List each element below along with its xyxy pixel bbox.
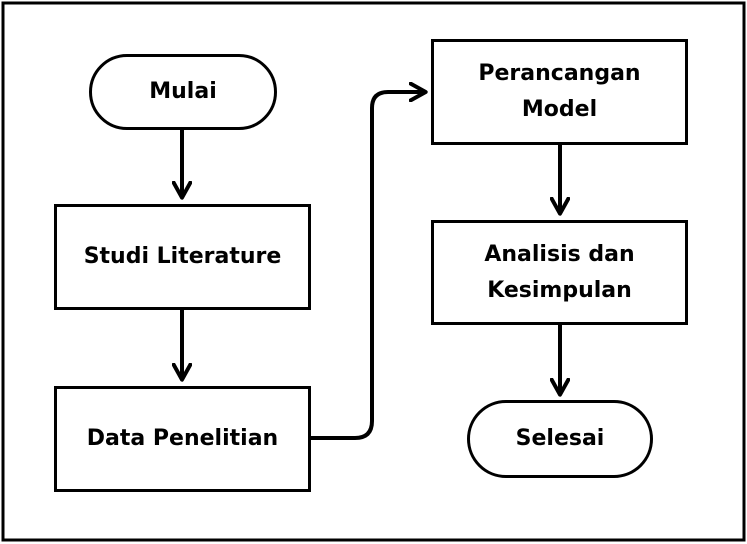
node-analisis-kesimpulan: Analisis dan Kesimpulan [431,220,688,325]
arrow-data-penelitian-to-perancangan-model [311,92,424,440]
node-data-penelitian: Data Penelitian [54,386,311,492]
node-mulai: Mulai [89,54,277,130]
node-studi-literature: Studi Literature [54,204,311,310]
node-selesai: Selesai [467,400,653,478]
node-perancangan-model: Perancangan Model [431,39,688,145]
